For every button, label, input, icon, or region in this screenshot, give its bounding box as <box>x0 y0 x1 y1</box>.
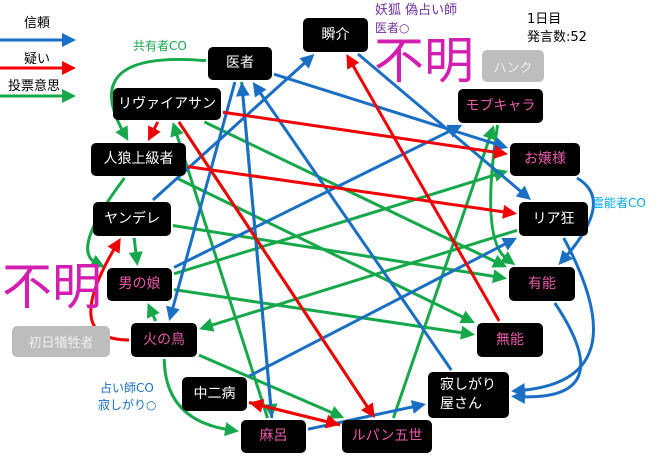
edge-vote-leviathan-yuunou-arrowhead <box>491 254 507 268</box>
node-lupin: ルパン五世 <box>342 420 432 453</box>
node-leviathan: リヴァイアサン <box>113 88 221 120</box>
edge-trust-riakyo-sabishi <box>520 237 595 392</box>
edge-vote-mob-yuunou-arrowhead <box>499 251 516 265</box>
edge-doubt-munou-shunsuke-arrowhead <box>346 54 360 70</box>
ghost-node-hunk: ハンク <box>482 50 544 82</box>
edge-vote-jinro-munou-arrowhead <box>459 310 475 324</box>
node-munou: 無能 <box>477 323 543 357</box>
node-riakyo: リア狂 <box>519 202 588 236</box>
edge-vote-hinotori-otokonoko-arrowhead <box>146 303 160 319</box>
node-otokonoko: 男の娘 <box>107 268 172 301</box>
edge-vote-otokonoko-ojou <box>173 172 499 276</box>
note-seer-co: 占い師CO <box>100 381 154 395</box>
edge-trust-chuni-riakyo-arrowhead <box>501 237 517 251</box>
post-count: 発言数:52 <box>527 30 587 45</box>
edge-doubt-munou-shunsuke <box>350 61 501 322</box>
edge-trust-maro-sabishi-arrowhead <box>410 400 426 414</box>
edge-trust-otokonoko-mob <box>173 128 454 269</box>
edge-trust-isha-hinotori-arrowhead <box>166 305 180 321</box>
note-seer-result: 寂しがり○ <box>98 398 157 412</box>
edge-trust-yandere-shunsuke <box>152 59 309 202</box>
ghost-node-first-victim: 初日犠牲者 <box>12 326 110 357</box>
edge-doubt-leviathan-lupin-arrowhead <box>361 402 375 418</box>
edge-vote-riakyo-hinotori <box>208 228 518 328</box>
edge-vote-leviathan-yuunou <box>203 120 499 265</box>
note-sharer-co: 共有者CO <box>133 39 187 53</box>
node-jinro: 人狼上級者 <box>91 143 186 176</box>
legend-vote-label: 投票意思 <box>8 79 61 94</box>
edge-vote-maro-leviathan-arrowhead <box>170 122 184 138</box>
edge-vote-hinotori-lupin-arrowhead <box>328 406 345 419</box>
edge-trust-sabishi-isha <box>257 89 453 371</box>
edge-doubt-leviathan-ojou <box>222 110 499 155</box>
edge-vote-maro-leviathan <box>174 131 270 419</box>
edge-doubt-jinro-riakyo <box>187 165 508 214</box>
edge-doubt-hinotori-yandere-arrowhead <box>107 238 121 254</box>
edge-trust-isha-hinotori <box>170 81 237 312</box>
edge-trust-shunsuke-riakyo <box>357 52 525 195</box>
edge-trust-sabishi-isha-arrowhead <box>252 82 267 98</box>
node-shunsuke: 瞬介 <box>303 18 368 52</box>
edge-vote-hinotori-maro <box>162 358 230 432</box>
edge-vote-yandere-yuunou <box>172 224 498 279</box>
edge-trust-otokonoko-mob-arrowhead <box>446 124 463 138</box>
node-yandere: ヤンデレ <box>93 202 171 236</box>
edge-vote-hinotori-lupin <box>198 353 336 416</box>
edge-trust-isha-ojou <box>273 72 499 147</box>
edge-vote-yandere-yuunou-arrowhead <box>492 269 507 284</box>
node-hinotori: 火の鳥 <box>131 323 197 357</box>
edge-vote-isha-jinro-arrowhead <box>115 125 129 141</box>
edge-doubt-chuni-lupin-arrowhead <box>324 414 340 429</box>
edge-trust-yuunou-sabishi-arrowhead <box>511 389 526 404</box>
edge-doubt-leviathan-lupin <box>177 121 371 411</box>
legend-1-arrowhead <box>62 61 76 75</box>
edge-vote-riakyo-hinotori-arrowhead <box>199 318 215 332</box>
note-fox-fake-seer: 妖狐 偽占い師 <box>375 3 458 18</box>
day-label: 1日目 <box>527 12 562 27</box>
edge-vote-jinro-otokonoko-arrowhead <box>89 254 105 268</box>
edge-trust-maro-isha <box>241 91 274 419</box>
edge-doubt-hinotori-yandere <box>89 245 130 342</box>
node-sabishi: 寂しがり 屋さん <box>428 372 509 418</box>
note-fox-doctor-result: 医者○ <box>375 21 410 35</box>
legend-trust-label: 信頼 <box>24 16 51 31</box>
edge-vote-hinotori-maro-arrowhead <box>224 422 239 437</box>
edge-trust-yuunou-sabishi <box>520 302 583 399</box>
edge-doubt-chuni-lupin <box>248 401 331 424</box>
edge-doubt-jinro-riakyo-arrowhead <box>502 204 517 219</box>
node-ojou: お嬢様 <box>510 143 580 176</box>
edge-doubt-leviathan-jinro-arrowhead <box>148 125 161 141</box>
legend-0-arrowhead <box>62 33 76 47</box>
edge-vote-mob-yuunou <box>489 124 509 261</box>
edge-vote-jinro-otokonoko <box>86 177 126 265</box>
edge-trust-ojou-yuunou-arrowhead <box>558 249 573 265</box>
edge-vote-yandere-otokonoko-arrowhead <box>128 251 143 266</box>
edge-trust-maro-isha-arrowhead <box>235 82 250 97</box>
legend-2-arrowhead <box>62 89 76 103</box>
edge-trust-chuni-riakyo <box>248 241 509 378</box>
unknown-label-top: 不明 <box>374 32 474 90</box>
legend-doubt-label: 疑い <box>24 52 51 67</box>
node-maro: 麻呂 <box>241 420 306 453</box>
unknown-label-left: 不明 <box>2 258 102 316</box>
node-isha: 医者 <box>208 47 272 80</box>
node-chuni: 中二病 <box>182 377 247 411</box>
edge-doubt-leviathan-ojou-arrowhead <box>493 145 508 159</box>
edge-vote-otokonoko-munou-arrowhead <box>460 325 475 340</box>
edge-vote-lupin-mob-arrowhead <box>482 125 497 141</box>
node-mob: モブキャラ <box>458 89 543 123</box>
edge-trust-ojou-yuunou <box>563 176 595 259</box>
edge-trust-shunsuke-riakyo-arrowhead <box>515 185 531 200</box>
edge-vote-otokonoko-munou <box>173 288 466 335</box>
edge-trust-yandere-shunsuke-arrowhead <box>299 54 315 69</box>
note-medium-co: 霊能者CO <box>592 196 646 210</box>
node-yuunou: 有能 <box>509 267 575 301</box>
